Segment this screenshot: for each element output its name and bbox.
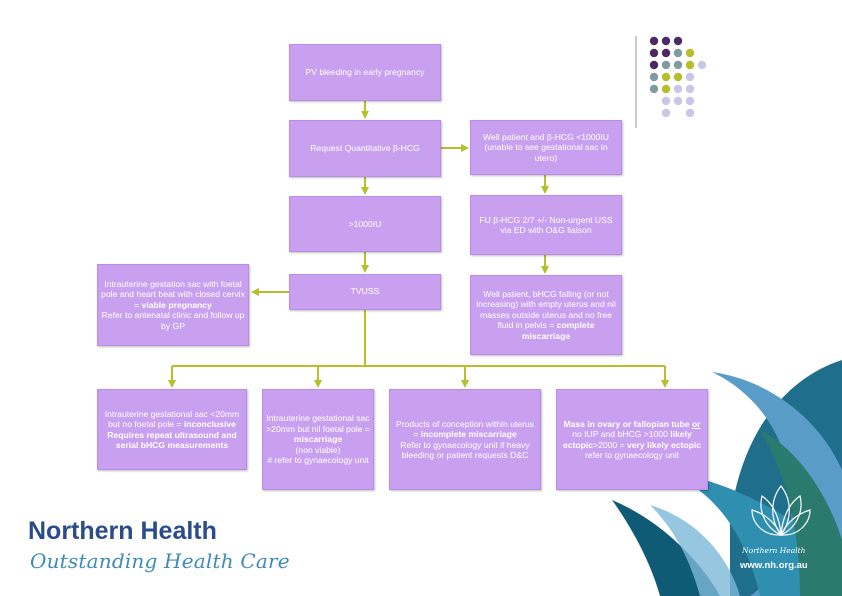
decorative-dot (661, 84, 671, 94)
inconclusive-bold2: Requires repeat ultrasound and serial bH… (107, 429, 237, 450)
ectopic-line1a: Mass in ovary or fallopian tube (563, 418, 690, 429)
viable-line2: Refer to antenatal clinic and follow up … (101, 310, 245, 331)
miscarriage-line2: (non viable) (295, 444, 341, 455)
box-complete-miscarriage: Well patient, bHCG falling (or not incre… (470, 275, 622, 355)
ectopic-bold2: very likely ectopic (626, 439, 702, 450)
decorative-dot (685, 84, 695, 94)
box-pv-bleeding-text: PV bleeding in early pregnancy (305, 67, 425, 78)
box-tvuss-text: TVUSS (350, 286, 380, 296)
viable-bold: viable pregnancy (141, 299, 212, 310)
decorative-dot (661, 72, 671, 82)
decorative-dot (685, 72, 695, 82)
box-ectopic: Mass in ovary or fallopian tube or no IU… (556, 389, 708, 490)
box-over-1000iu-text: >1000IU (348, 218, 382, 229)
miscarriage-bold: miscarriage (293, 434, 343, 445)
box-request-bhcg-text: Request Quantitative β-HCG (310, 143, 420, 154)
decorative-dot (685, 60, 695, 70)
box-tvuss: TVUSS (289, 274, 441, 310)
decorative-dot (673, 96, 683, 106)
miscarriage-line1: Intrauterine gestational sac >20mm but n… (266, 413, 370, 434)
inconclusive-line1: Intrauterine gestational sac <20mm but n… (104, 408, 240, 430)
decorative-dot (661, 108, 671, 118)
box-miscarriage-nonviable: Intrauterine gestational sac >20mm but n… (262, 389, 374, 490)
decorative-dot (649, 84, 659, 94)
decorative-dot (697, 60, 707, 70)
brand-tagline: Outstanding Health Care (30, 549, 290, 573)
decorative-dot (661, 96, 671, 106)
ectopic-line1b: no IUP and bHCG >1000 (572, 429, 668, 440)
decorative-dot (649, 36, 659, 46)
box-fu-bhcg: FU β-HCG 2/7 +/- Non-urgent USS via ED w… (470, 195, 622, 255)
ectopic-line1c: >2000 = (593, 439, 625, 450)
incomplete-line2: Refer to gynaecology unit if heavy bleed… (400, 439, 530, 460)
viable-line1: Intrauterine gestation sac with foetal p… (101, 278, 245, 310)
box-well-patient-low-bhcg-text: Well patient and β-HCG <1000IU (unable t… (483, 131, 609, 163)
decorative-dot (661, 60, 671, 70)
box-request-bhcg: Request Quantitative β-HCG (289, 120, 441, 177)
incomplete-line1: Products of conception within uterus = (395, 418, 535, 440)
website-url: www.nh.org.au (740, 560, 808, 571)
decorative-dot (649, 72, 659, 82)
box-over-1000iu: >1000IU (289, 196, 441, 252)
decorative-dot (685, 96, 695, 106)
decorative-dot (673, 84, 683, 94)
brand-title: Northern Health (28, 517, 217, 545)
northern-health-logo-icon (751, 485, 811, 537)
complete-bold: complete miscarriage (521, 320, 595, 341)
decorative-dot (649, 60, 659, 70)
box-viable-pregnancy: Intrauterine gestation sac with foetal p… (97, 264, 249, 346)
decorative-dot (661, 36, 671, 46)
ectopic-bold1: likely ectopic (562, 429, 692, 450)
box-well-patient-low-bhcg: Well patient and β-HCG <1000IU (unable t… (470, 120, 622, 175)
miscarriage-line3: # refer to gynaecology unit (267, 455, 369, 466)
incomplete-bold: incomplete miscarriage (420, 429, 517, 440)
box-pv-bleeding: PV bleeding in early pregnancy (289, 44, 441, 101)
ectopic-or: or (691, 418, 701, 429)
decorative-dot (673, 72, 683, 82)
decorative-dot (673, 36, 683, 46)
box-inconclusive: Intrauterine gestational sac <20mm but n… (97, 389, 247, 470)
decorative-dot (673, 48, 683, 58)
logo-small-text: Northern Health (742, 546, 806, 555)
complete-line1: Well patient, bHCG falling (or not incre… (476, 288, 616, 331)
inconclusive-bold: inconclusive (183, 419, 236, 430)
decorative-dot (685, 108, 695, 118)
box-fu-bhcg-text: FU β-HCG 2/7 +/- Non-urgent USS via ED w… (479, 214, 613, 235)
box-incomplete-miscarriage: Products of conception within uterus = i… (389, 389, 541, 490)
decorative-dot (673, 60, 683, 70)
decorative-dot (661, 48, 671, 58)
decorative-dot (649, 48, 659, 58)
decorative-dot (685, 48, 695, 58)
ectopic-line2: refer to gynaecology unit (584, 449, 680, 460)
